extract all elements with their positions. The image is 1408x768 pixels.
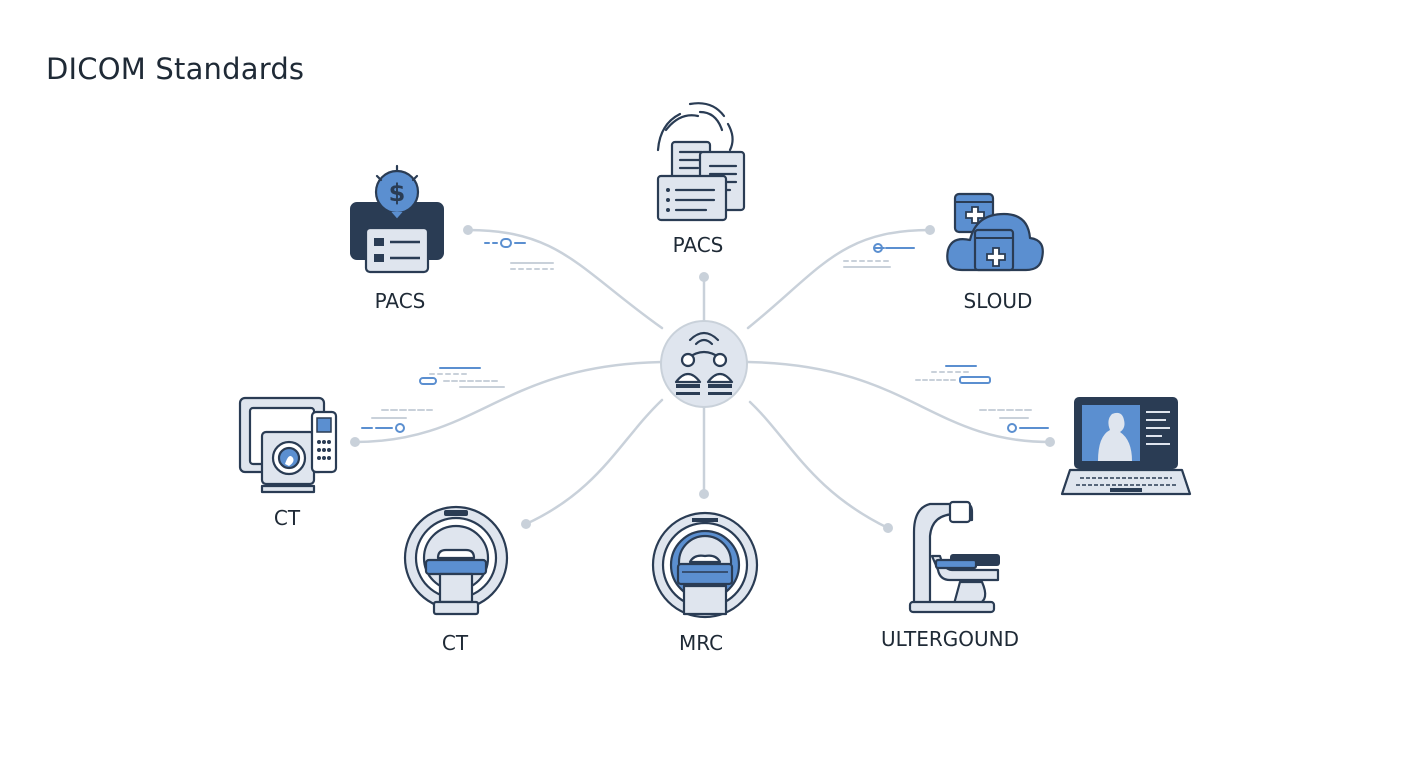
- node-label-ct-bottom: CT: [442, 631, 469, 655]
- network-hub-icon: [660, 320, 748, 408]
- cloud-medical-icon: [946, 192, 1044, 272]
- link-ultrasound: [748, 400, 890, 530]
- billing-terminal-icon: $: [350, 164, 444, 274]
- link-pacs-left: [466, 228, 664, 330]
- link-dot: [699, 272, 709, 282]
- ct-scanner-icon: [403, 505, 509, 616]
- link-dot: [1045, 437, 1055, 447]
- node-label-pacs-top: PACS: [673, 233, 724, 257]
- data-flow-dashes: [361, 238, 1049, 433]
- node-label-ultrasound: ULTERGOUND: [881, 627, 1019, 651]
- ultrasound-machine-icon: [908, 500, 1000, 614]
- link-dot: [463, 225, 473, 235]
- imaging-console-icon: [238, 396, 338, 494]
- node-label-mrc: MRC: [679, 631, 723, 655]
- laptop-xray-icon: [1060, 397, 1192, 496]
- link-workstation: [746, 360, 1052, 444]
- node-label-pacs-left: PACS: [375, 289, 426, 313]
- link-dot: [699, 489, 709, 499]
- mri-scanner-icon: [651, 511, 759, 619]
- node-label-cloud: SLOUD: [964, 289, 1033, 313]
- link-dot: [925, 225, 935, 235]
- svg-text:$: $: [389, 179, 406, 207]
- link-ct-bottom: [524, 398, 664, 526]
- link-ct-left: [353, 360, 664, 444]
- page-title: DICOM Standards: [46, 52, 305, 86]
- documents-icon: [656, 102, 746, 222]
- link-cloud: [746, 228, 932, 330]
- node-label-ct-left: CT: [274, 506, 301, 530]
- connector-lines: [350, 225, 1055, 533]
- link-dot: [883, 523, 893, 533]
- link-dot: [521, 519, 531, 529]
- link-dot: [350, 437, 360, 447]
